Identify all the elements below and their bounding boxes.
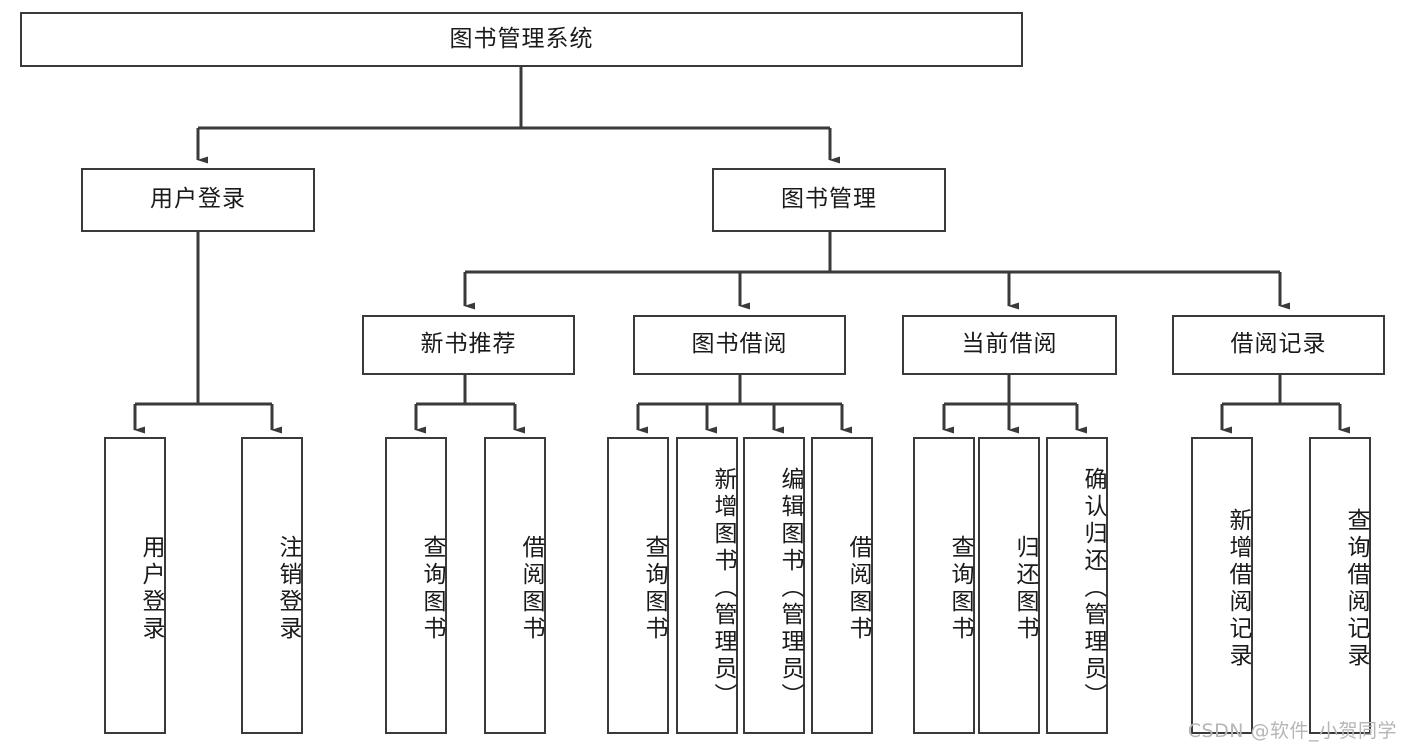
leaf-add-borrow-record[interactable]: 新增借阅记录 — [1191, 437, 1253, 734]
leaf-user-login[interactable]: 用户登录 — [104, 437, 166, 734]
node-user-login[interactable]: 用户登录 — [81, 168, 315, 232]
node-borrow-record-label: 借阅记录 — [1230, 331, 1327, 358]
node-book-borrow[interactable]: 图书借阅 — [633, 315, 846, 375]
leaf-add-book-label: 新增图书（管理员） — [710, 467, 736, 710]
leaf-query-book-recommend[interactable]: 查询图书 — [385, 437, 447, 734]
node-current-borrow[interactable]: 当前借阅 — [902, 315, 1117, 375]
node-current-borrow-label: 当前借阅 — [961, 331, 1058, 358]
leaf-query-book-current-label: 查询图书 — [947, 534, 973, 643]
leaf-logout-login-label: 注销登录 — [275, 534, 301, 643]
leaf-add-book[interactable]: 新增图书（管理员） — [676, 437, 738, 734]
leaf-confirm-return[interactable]: 确认归还（管理员） — [1046, 437, 1108, 734]
node-book-borrow-label: 图书借阅 — [691, 331, 788, 358]
leaf-borrow-book-label: 借阅图书 — [845, 534, 871, 643]
node-new-book-recommend[interactable]: 新书推荐 — [362, 315, 575, 375]
node-book-management[interactable]: 图书管理 — [712, 168, 946, 232]
leaf-add-borrow-record-label: 新增借阅记录 — [1225, 507, 1251, 670]
leaf-confirm-return-label: 确认归还（管理员） — [1080, 467, 1106, 710]
leaf-query-book-borrow[interactable]: 查询图书 — [607, 437, 669, 734]
leaf-borrow-book-recommend-label: 借阅图书 — [518, 534, 544, 643]
leaf-logout-login[interactable]: 注销登录 — [241, 437, 303, 734]
leaf-query-book-current[interactable]: 查询图书 — [913, 437, 975, 734]
csdn-watermark: CSDN @软件_小贺同学 — [1187, 720, 1397, 742]
node-borrow-record[interactable]: 借阅记录 — [1172, 315, 1385, 375]
leaf-return-book[interactable]: 归还图书 — [978, 437, 1040, 734]
leaf-edit-book-label: 编辑图书（管理员） — [777, 467, 803, 710]
leaf-user-login-label: 用户登录 — [138, 534, 164, 643]
node-user-login-label: 用户登录 — [150, 186, 246, 213]
leaf-borrow-book[interactable]: 借阅图书 — [811, 437, 873, 734]
leaf-query-book-borrow-label: 查询图书 — [641, 534, 667, 643]
node-root-label: 图书管理系统 — [449, 25, 594, 52]
node-root[interactable]: 图书管理系统 — [20, 12, 1023, 67]
leaf-borrow-book-recommend[interactable]: 借阅图书 — [484, 437, 546, 734]
leaf-query-book-recommend-label: 查询图书 — [419, 534, 445, 643]
leaf-query-borrow-record[interactable]: 查询借阅记录 — [1309, 437, 1371, 734]
node-book-management-label: 图书管理 — [781, 186, 877, 213]
leaf-edit-book[interactable]: 编辑图书（管理员） — [743, 437, 805, 734]
leaf-query-borrow-record-label: 查询借阅记录 — [1343, 507, 1369, 670]
leaf-return-book-label: 归还图书 — [1012, 534, 1038, 643]
node-new-book-recommend-label: 新书推荐 — [420, 331, 517, 358]
